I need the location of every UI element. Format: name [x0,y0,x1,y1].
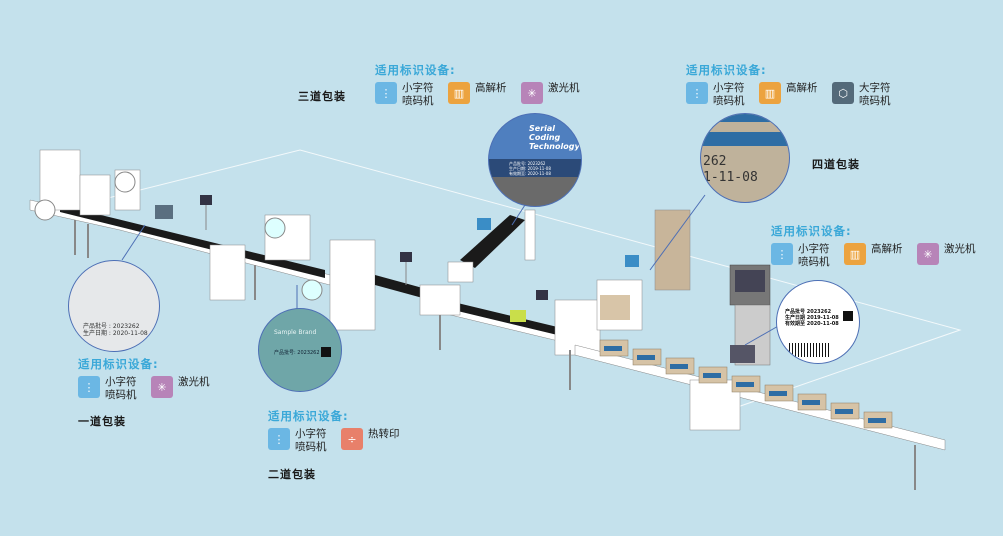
equipment-label: 高解析 [871,243,903,255]
carton-label [802,400,820,405]
zoom-sample-line: 产品批号: 2023262 [274,350,320,356]
equipment-block-stage1: 适用标识设备: ⋮小字符喷码机 ✳ 激光机 [78,356,214,402]
large-character-icon: ⬡ [832,82,854,104]
equipment-label: 高解析 [475,82,507,94]
equipment-item: ⋮小字符喷码机 [78,376,141,402]
zoom-sample-stage4-right: 产品批号 2023262 生产日期 2019-11-08 有效期至 2020-1… [776,280,860,364]
equipment-item: ⋮小字符喷码机 [268,428,331,454]
leader-line-stage3 [511,204,526,226]
equipment-item: ✳ 激光机 [917,243,980,265]
equipment-block-stage4-right: 适用标识设备: ⋮小字符喷码机 ▥ 高解析 ✳ 激光机 [771,223,980,269]
floor-outline [39,149,962,421]
conveyor-stage2 [264,214,430,331]
barcode-icon [789,343,829,357]
conveyor-stage3 [419,209,601,356]
equipment-label: 小字符喷码机 [295,428,327,453]
zoom-sample-line: 有效期至 2020-11-08 [785,321,839,327]
laser-icon: ✳ [917,243,939,265]
zoom-sample-stage2: Sample Brand 产品批号: 2023262 [258,308,342,392]
equipment-item: ✳ 激光机 [521,82,584,104]
equipment-label: 激光机 [178,376,210,388]
equipment-item: ⋮小字符喷码机 [771,243,834,269]
equipment-heading: 适用标识设备: [375,63,456,77]
equipment-item: ▥ 高解析 [844,243,907,265]
equipment-heading: 适用标识设备: [686,63,767,77]
laser-icon: ✳ [151,376,173,398]
equipment-block-stage4-top: 适用标识设备: ⋮小字符喷码机 ▥ 高解析 ⬡大字符喷码机 [686,62,895,108]
equipment-label: 小字符喷码机 [402,82,434,107]
carton-label [670,364,688,369]
inkjet-icon: ⋮ [78,376,100,398]
carton-label [868,418,886,423]
equipment-item: ▥ 高解析 [448,82,511,104]
equipment-label: 大字符喷码机 [859,82,891,107]
stage-title-3: 三道包装 [298,90,346,103]
zoom-sample-brand: Coding [529,133,561,142]
inkjet-icon: ⋮ [686,82,708,104]
leader-line-stage4-top [649,194,706,271]
leader-line-stage4-right [744,324,781,346]
equipment-list: ⋮小字符喷码机 ▥ 高解析 ✳ 激光机 [771,243,980,269]
zoom-sample-line: 生产日期 2019-11-08 [785,315,839,321]
zoom-sample-line: 262 [703,154,727,169]
equipment-list: ⋮小字符喷码机 ▥ 高解析 ✳ 激光机 [375,82,584,108]
stage-title-2: 二道包装 [268,468,316,481]
zoom-sample-brand: Sample Brand [274,329,317,336]
zoom-sample-stage4-top: 262 1-11-08 [700,113,790,203]
zoom-sample-line: 产品批号 : 2023262 [83,323,140,330]
equipment-list: ⋮小字符喷码机 ÷ 热转印 [268,428,404,454]
carton-label [637,355,655,360]
equipment-label: 小字符喷码机 [105,376,137,401]
zoom-sample-stage1: 产品批号 : 2023262 生产日期 : 2020-11-08 [68,260,160,352]
zoom-sample-line: 生产日期: 2019-11-08 [509,166,551,171]
high-resolution-icon: ▥ [759,82,781,104]
carton-label [604,346,622,351]
equipment-item: ⋮小字符喷码机 [686,82,749,108]
conveyor-stage1 [29,149,331,301]
zoom-sample-line: 产品批号: 2023262 [509,161,546,166]
zoom-sample-brand: Serial [529,124,556,133]
equipment-list: ⋮小字符喷码机 ▥ 高解析 ⬡大字符喷码机 [686,82,895,108]
carton-label [769,391,787,396]
inkjet-icon: ⋮ [771,243,793,265]
equipment-label: 热转印 [368,428,400,440]
zoom-sample-line: 产品批号 2023262 [785,309,832,315]
equipment-list: ⋮小字符喷码机 ✳ 激光机 [78,376,214,402]
zoom-sample-line: 生产日期 : 2020-11-08 [83,330,148,337]
stage-title-1: 一道包装 [78,415,126,428]
equipment-heading: 适用标识设备: [268,409,349,423]
equipment-item: ▥ 高解析 [759,82,822,104]
carton-label [736,382,754,387]
equipment-heading: 适用标识设备: [78,357,159,371]
equipment-item: ÷ 热转印 [341,428,404,450]
zoom-sample-line: 1-11-08 [703,170,758,185]
equipment-label: 高解析 [786,82,818,94]
high-resolution-icon: ▥ [448,82,470,104]
carton-label [703,373,721,378]
qr-code-icon [321,347,331,357]
equipment-item: ⋮小字符喷码机 [375,82,438,108]
stage-title-4: 四道包装 [812,158,860,171]
qr-code-icon [843,311,853,321]
equipment-label: 激光机 [944,243,976,255]
equipment-item: ✳ 激光机 [151,376,214,398]
equipment-item: ⬡大字符喷码机 [832,82,895,108]
zoom-sample-brand: Technology [529,142,580,151]
inkjet-icon: ⋮ [375,82,397,104]
carton-row [599,339,893,429]
laser-icon: ✳ [521,82,543,104]
equipment-label: 小字符喷码机 [713,82,745,107]
zoom-sample-stage3: Serial Coding Technology 产品批号: 2023262 生… [488,113,582,207]
carton-label [835,409,853,414]
equipment-label: 小字符喷码机 [798,243,830,268]
equipment-heading: 适用标识设备: [771,224,852,238]
thermal-transfer-icon: ÷ [341,428,363,450]
equipment-label: 激光机 [548,82,580,94]
inkjet-icon: ⋮ [268,428,290,450]
zoom-sample-line: 有效期至: 2020-11-08 [509,171,551,176]
equipment-block-stage2: 适用标识设备: ⋮小字符喷码机 ÷ 热转印 [268,408,404,454]
equipment-block-stage3: 适用标识设备: ⋮小字符喷码机 ▥ 高解析 ✳ 激光机 [375,62,584,108]
high-resolution-icon: ▥ [844,243,866,265]
leader-line-stage1 [121,224,146,261]
